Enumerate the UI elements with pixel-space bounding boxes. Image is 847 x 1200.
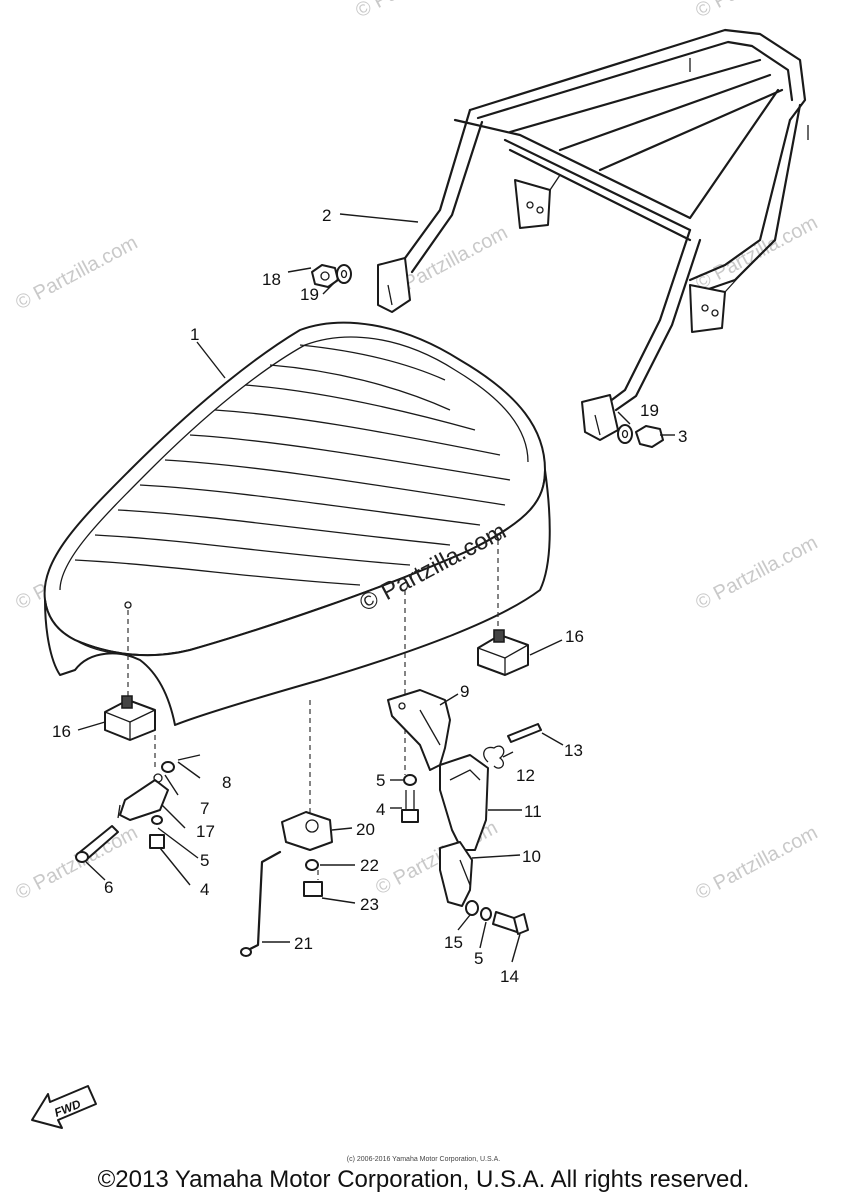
- callout-22[interactable]: 22: [360, 856, 379, 875]
- luggage-rack: [377, 28, 809, 441]
- callout-5[interactable]: 5: [200, 851, 209, 870]
- small-parts: [75, 264, 664, 957]
- locator-lines: [124, 533, 502, 880]
- watermark-faint: © Partzilla.com: [12, 232, 141, 315]
- watermark-faint: © Partzilla.com: [692, 0, 821, 22]
- watermark-faint: © Partzilla.com: [352, 0, 481, 22]
- callout-8[interactable]: 8: [222, 773, 231, 792]
- watermark-faint: © Partzilla.com: [12, 822, 141, 905]
- callout-20[interactable]: 20: [356, 820, 375, 839]
- footer-copyright: ©2013 Yamaha Motor Corporation, U.S.A. A…: [97, 1166, 750, 1193]
- watermark-faint: © Partzilla.com: [692, 212, 821, 295]
- callout-3[interactable]: 3: [678, 427, 687, 446]
- callout-5[interactable]: 5: [376, 771, 385, 790]
- callout-1[interactable]: 1: [190, 325, 199, 344]
- callout-4[interactable]: 4: [200, 880, 209, 899]
- callout-2[interactable]: 2: [322, 206, 331, 225]
- callout-7[interactable]: 7: [200, 799, 209, 818]
- fwd-arrow-icon: FWD: [31, 1085, 97, 1129]
- callout-23[interactable]: 23: [360, 895, 379, 914]
- callout-13[interactable]: 13: [564, 741, 583, 760]
- watermark-faint: © Partzilla.com: [692, 822, 821, 905]
- callout-16[interactable]: 16: [565, 627, 584, 646]
- leader-lines: [77, 213, 675, 963]
- small-copyright: (c) 2006-2016 Yamaha Motor Corporation, …: [346, 1156, 501, 1163]
- callout-12[interactable]: 12: [516, 766, 535, 785]
- callout-17[interactable]: 17: [196, 822, 215, 841]
- callout-16[interactable]: 16: [52, 722, 71, 741]
- callout-21[interactable]: 21: [294, 934, 313, 953]
- callout-14[interactable]: 14: [500, 967, 519, 986]
- callout-4[interactable]: 4: [376, 800, 385, 819]
- watermark-faint: © Partzilla.com: [692, 532, 821, 615]
- callout-19[interactable]: 19: [300, 285, 319, 304]
- callout-9[interactable]: 9: [460, 682, 469, 701]
- callout-18[interactable]: 18: [262, 270, 281, 289]
- callout-5[interactable]: 5: [474, 949, 483, 968]
- callout-19[interactable]: 19: [640, 401, 659, 420]
- seat: [43, 321, 551, 726]
- callout-15[interactable]: 15: [444, 933, 463, 952]
- callout-labels: 1 2 3 4 4 5 5 5 6 7 8 9 10 11 12 13 14 1…: [52, 206, 687, 986]
- callout-11[interactable]: 11: [524, 802, 542, 821]
- callout-10[interactable]: 10: [522, 847, 541, 866]
- callout-6[interactable]: 6: [104, 878, 113, 897]
